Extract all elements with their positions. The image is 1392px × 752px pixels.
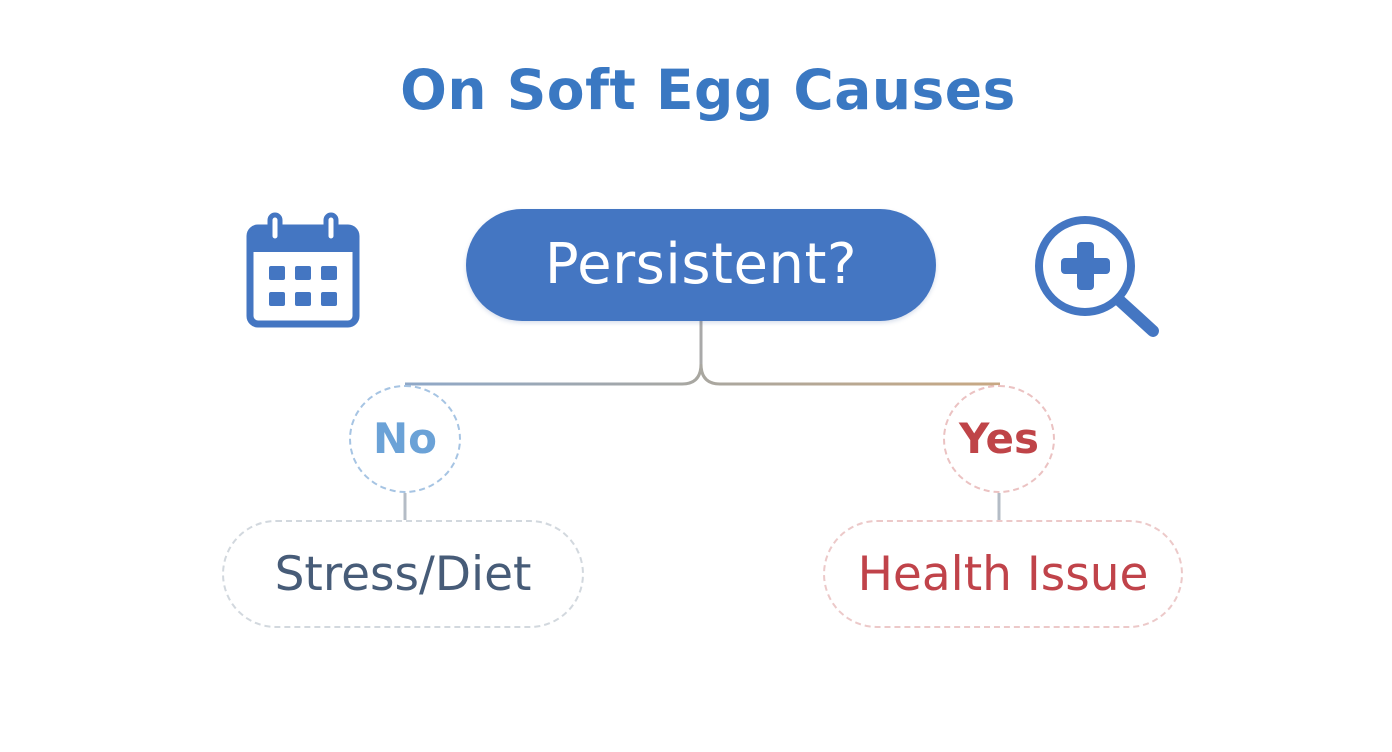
question-label: Persistent? — [544, 232, 858, 297]
outcome-health-issue-node: Health Issue — [823, 520, 1183, 628]
left-branch-connector — [405, 363, 703, 386]
answer-no-label: No — [372, 414, 437, 463]
diagram-title: On Soft Egg Causes — [400, 58, 1016, 122]
answer-yes-label: Yes — [958, 414, 1040, 463]
answer-yes-node: Yes — [943, 385, 1055, 493]
magnifier-plus-icon — [1035, 216, 1159, 337]
outcome-stress-diet-node: Stress/Diet — [222, 520, 584, 628]
outcome-stress-diet-label: Stress/Diet — [274, 546, 532, 602]
right-branch-connector — [699, 363, 1000, 386]
outcome-health-issue-label: Health Issue — [857, 546, 1149, 602]
question-node: Persistent? — [466, 209, 936, 321]
calendar-icon — [246, 212, 360, 328]
answer-no-node: No — [349, 385, 461, 493]
